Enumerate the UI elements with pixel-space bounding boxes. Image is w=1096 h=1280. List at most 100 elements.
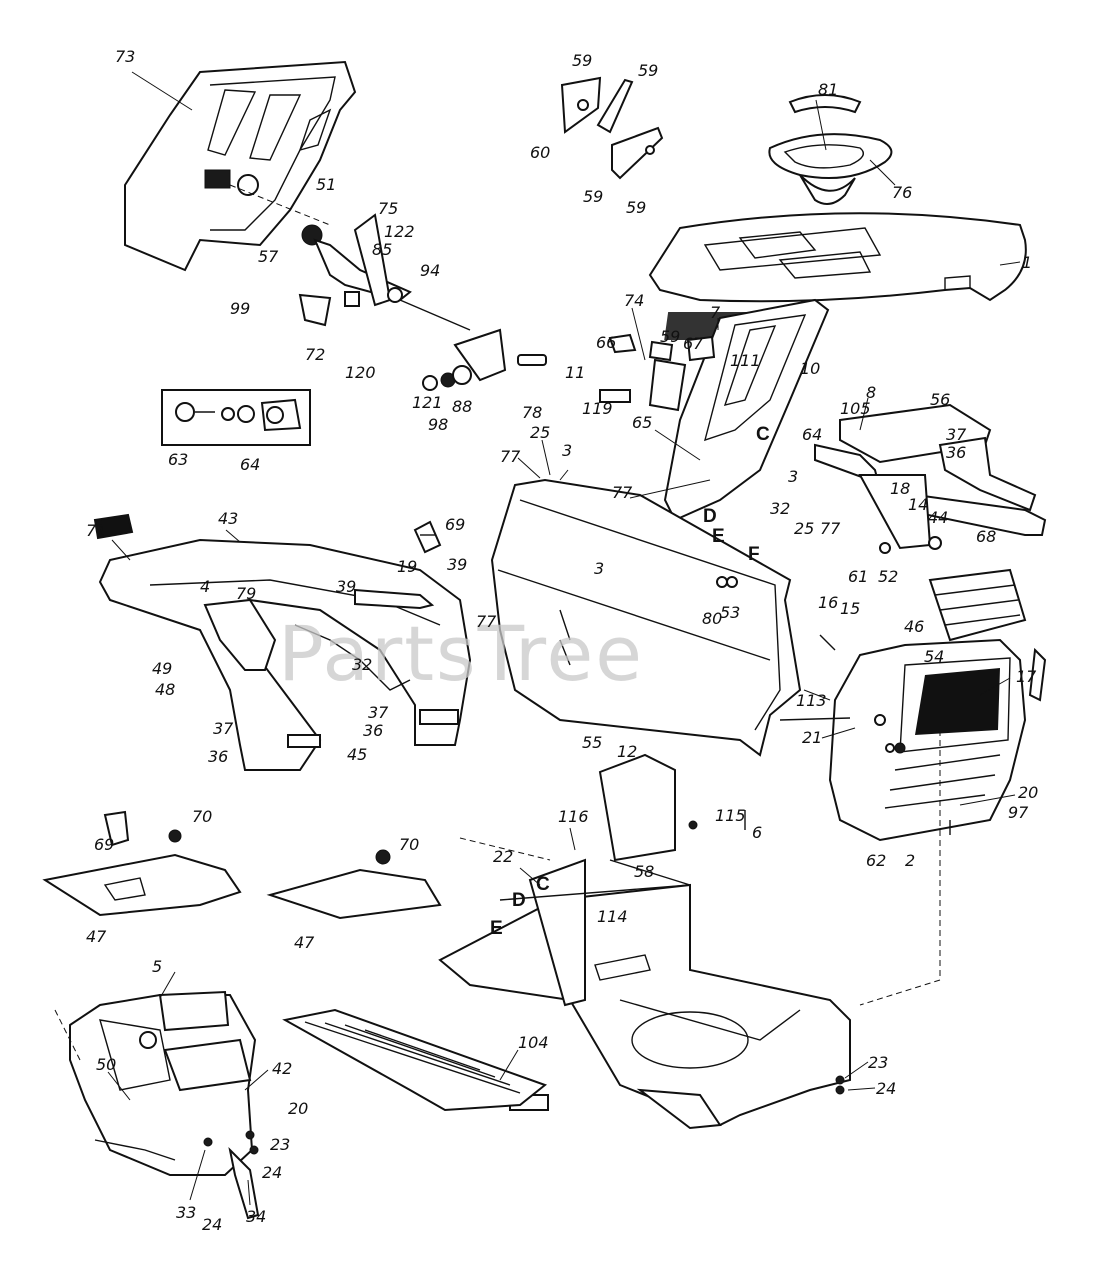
part-callout: 59 <box>660 327 680 346</box>
part-callout: 34 <box>246 1207 266 1226</box>
part-callout: 3 <box>562 441 572 460</box>
fender-part <box>93 513 472 771</box>
watermark-text: PartsTree <box>278 609 644 698</box>
part-callout: 88 <box>452 397 472 416</box>
dash-tower-part <box>599 298 830 522</box>
part-callout-letter: F <box>748 544 760 565</box>
part-callout: 20 <box>288 1099 308 1118</box>
part-callout: 15 <box>840 599 860 618</box>
part-callout: 5 <box>152 957 162 976</box>
part-callout: 47 <box>86 927 107 946</box>
part-callout: 78 <box>522 403 542 422</box>
dash-panel-part <box>124 60 357 272</box>
part-callout: 25 <box>530 423 550 442</box>
part-callout: 8 <box>866 383 876 402</box>
part-callout: 69 <box>445 515 465 534</box>
part-callout: 50 <box>96 1055 116 1074</box>
part-callout: 11 <box>565 363 585 382</box>
part-callout: 75 <box>378 199 398 218</box>
part-callout: 67 <box>683 334 704 353</box>
part-callout: 64 <box>240 455 260 474</box>
part-callout: 113 <box>796 691 827 710</box>
part-callout: 97 <box>1008 803 1029 822</box>
part-callout-letter: E <box>490 918 503 939</box>
footboard-left-part <box>42 810 242 917</box>
part-callout: 24 <box>202 1215 222 1234</box>
part-callout: 77 <box>476 612 497 631</box>
part-callout: 64 <box>802 425 822 444</box>
part-callout: 119 <box>582 399 613 418</box>
part-callout: 25 <box>794 519 814 538</box>
part-callout: 39 <box>447 555 467 574</box>
part-callout: 59 <box>583 187 603 206</box>
part-callout: 45 <box>347 745 367 764</box>
part-callout: 37 <box>946 425 967 444</box>
part-callout: 4 <box>200 577 210 596</box>
part-callout: 48 <box>155 680 175 699</box>
part-callout: 80 <box>702 609 722 628</box>
part-callout: 105 <box>840 399 871 418</box>
part-callout: 74 <box>624 291 644 310</box>
part-callout: 6 <box>752 823 762 842</box>
part-callout-letter: D <box>703 506 717 527</box>
part-callouts: 73 59 59 60 59 59 81 76 51 75 122 85 57 … <box>86 47 1038 1234</box>
part-callout: 60 <box>530 143 550 162</box>
part-callout: 111 <box>730 351 761 370</box>
part-callout: 24 <box>876 1079 896 1098</box>
part-callout: 59 <box>572 51 592 70</box>
part-callout: 71 <box>86 521 106 540</box>
part-callout: 32 <box>352 655 372 674</box>
part-callout: 116 <box>558 807 589 826</box>
part-callout: 77 <box>820 519 841 538</box>
part-callout: 19 <box>397 557 417 576</box>
part-callout: 72 <box>305 345 325 364</box>
footboard-right-part <box>266 849 442 920</box>
lever-assembly-part <box>560 76 664 180</box>
part-callout: 63 <box>168 450 188 469</box>
hood-part <box>648 212 1027 340</box>
fasteners-part <box>688 634 951 1095</box>
part-callout: 55 <box>582 733 602 752</box>
ignition-plate-part <box>161 389 311 446</box>
part-callout: 85 <box>372 240 392 259</box>
part-callout: 81 <box>818 80 838 99</box>
part-callout: 46 <box>904 617 924 636</box>
part-callout: 43 <box>218 509 238 528</box>
part-callout: 2 <box>905 851 915 870</box>
part-callout: 17 <box>1016 667 1037 686</box>
part-callout: 14 <box>908 495 928 514</box>
part-callout: 24 <box>262 1163 282 1182</box>
part-callout: 94 <box>420 261 440 280</box>
part-callout: 36 <box>363 721 383 740</box>
part-callout: 23 <box>868 1053 888 1072</box>
part-callout: 61 <box>848 567 868 586</box>
lift-lever-part <box>298 213 547 391</box>
part-callout: 44 <box>928 508 948 527</box>
part-callout: 58 <box>634 862 654 881</box>
part-callout: 57 <box>258 247 279 266</box>
part-callout: 54 <box>924 647 944 666</box>
part-callout: 51 <box>316 175 336 194</box>
part-callout: 18 <box>890 479 910 498</box>
front-panel-part <box>490 478 802 757</box>
part-callout: 49 <box>152 659 172 678</box>
part-callout: 120 <box>345 363 376 382</box>
part-callout: 56 <box>930 390 950 409</box>
part-callout: 115 <box>715 806 746 825</box>
part-callout-letter: C <box>536 874 550 895</box>
part-callout: 69 <box>94 835 114 854</box>
part-callout: 114 <box>597 907 628 926</box>
part-callout: 12 <box>617 742 637 761</box>
part-callout: 121 <box>412 393 443 412</box>
engine-part <box>54 990 260 1220</box>
part-callout: 77 <box>612 483 633 502</box>
parts-drawing <box>42 60 1047 1220</box>
part-callout-letter: D <box>512 890 526 911</box>
part-callout: 23 <box>270 1135 290 1154</box>
part-callout: 1 <box>1022 253 1032 272</box>
part-callout: 73 <box>115 47 135 66</box>
part-callout: 76 <box>892 183 912 202</box>
part-callout: 65 <box>632 413 652 432</box>
frame-part <box>438 720 941 1130</box>
